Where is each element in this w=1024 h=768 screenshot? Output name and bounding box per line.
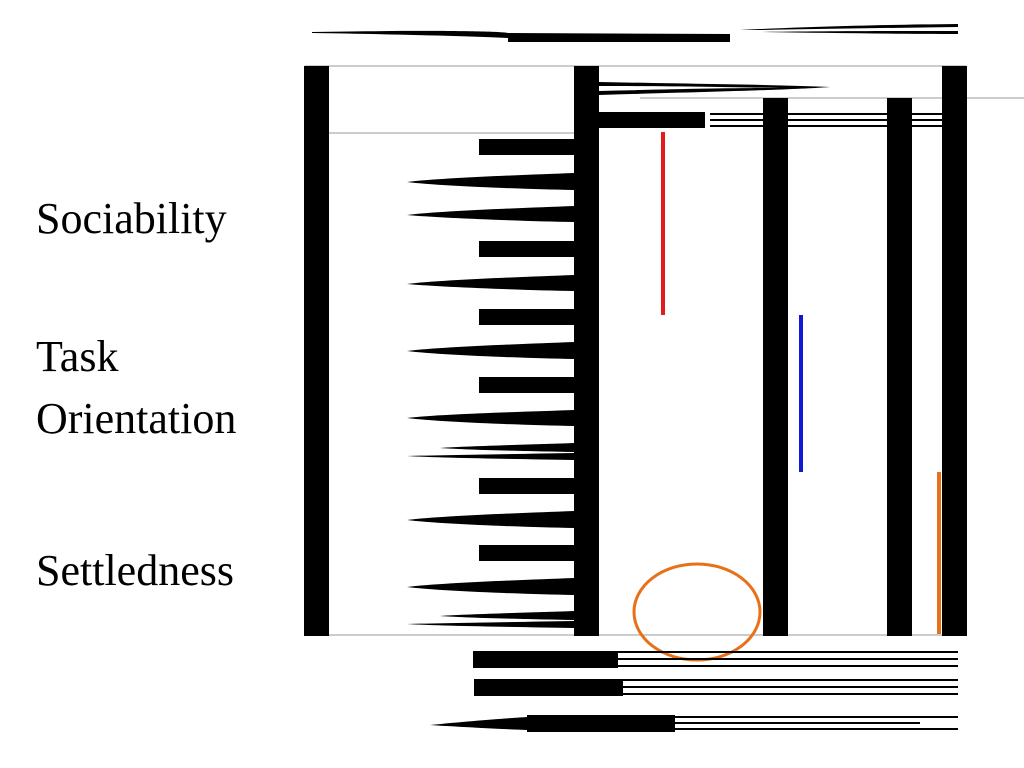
task-orientation-label: Task Orientation <box>36 326 236 450</box>
settledness-label: Settledness <box>36 546 234 595</box>
row-spike-9 <box>407 578 574 595</box>
column-bar-4 <box>887 98 912 636</box>
column-bar-left <box>304 66 329 636</box>
header-stroke-1 <box>312 30 730 42</box>
row-spike-10 <box>440 611 574 620</box>
column-bar-mid <box>574 66 599 636</box>
row-spike-8 <box>407 511 574 528</box>
row-bar-5 <box>479 478 574 494</box>
row-spike-6 <box>440 443 574 452</box>
task-orientation-label-line2: Orientation <box>36 394 237 443</box>
footer-spike <box>430 717 528 730</box>
row-strokes <box>407 139 574 628</box>
footer-line-2b <box>623 686 958 688</box>
row-bar-3 <box>479 309 574 325</box>
footer-line-3b <box>675 722 920 724</box>
row-spike-1 <box>407 173 574 190</box>
right-header-strokes <box>599 82 942 128</box>
right-header-line-3 <box>710 125 942 127</box>
right-header-stroke-1 <box>599 82 830 95</box>
footer-line-2a <box>623 679 958 681</box>
column-bars <box>304 66 967 636</box>
header-stroke-3 <box>760 31 958 34</box>
task-orientation-label-line1: Task <box>36 332 119 381</box>
row-bar-4 <box>479 377 574 393</box>
footer-bar-1 <box>473 651 618 668</box>
footer-line-1b <box>618 658 958 660</box>
row-spike-7 <box>407 453 574 460</box>
footer-line-1a <box>618 651 958 653</box>
row-spike-11 <box>407 621 574 628</box>
row-spike-5 <box>407 410 574 426</box>
row-spike-3 <box>407 275 574 291</box>
header-strokes <box>312 24 958 42</box>
row-spike-2 <box>407 206 574 222</box>
right-header-bar <box>599 112 705 128</box>
footer-bar-2 <box>474 679 623 696</box>
footer-bar-3 <box>527 715 675 732</box>
footer-strokes <box>430 651 958 732</box>
footer-line-3c <box>675 728 958 730</box>
row-bar-6 <box>479 545 574 561</box>
footer-line-1c <box>618 665 958 667</box>
column-bar-3 <box>763 98 788 636</box>
footer-line-2c <box>623 693 958 695</box>
row-spike-4 <box>407 342 574 359</box>
sociability-label: Sociability <box>36 194 227 243</box>
row-bar-1 <box>479 139 574 155</box>
row-bar-2 <box>479 241 574 257</box>
right-header-line-2 <box>710 119 942 121</box>
footer-line-3a <box>675 716 958 718</box>
right-header-line-1 <box>710 113 942 115</box>
circle-outline-icon <box>632 562 762 662</box>
column-bar-right <box>942 66 967 636</box>
header-stroke-2 <box>740 24 958 30</box>
